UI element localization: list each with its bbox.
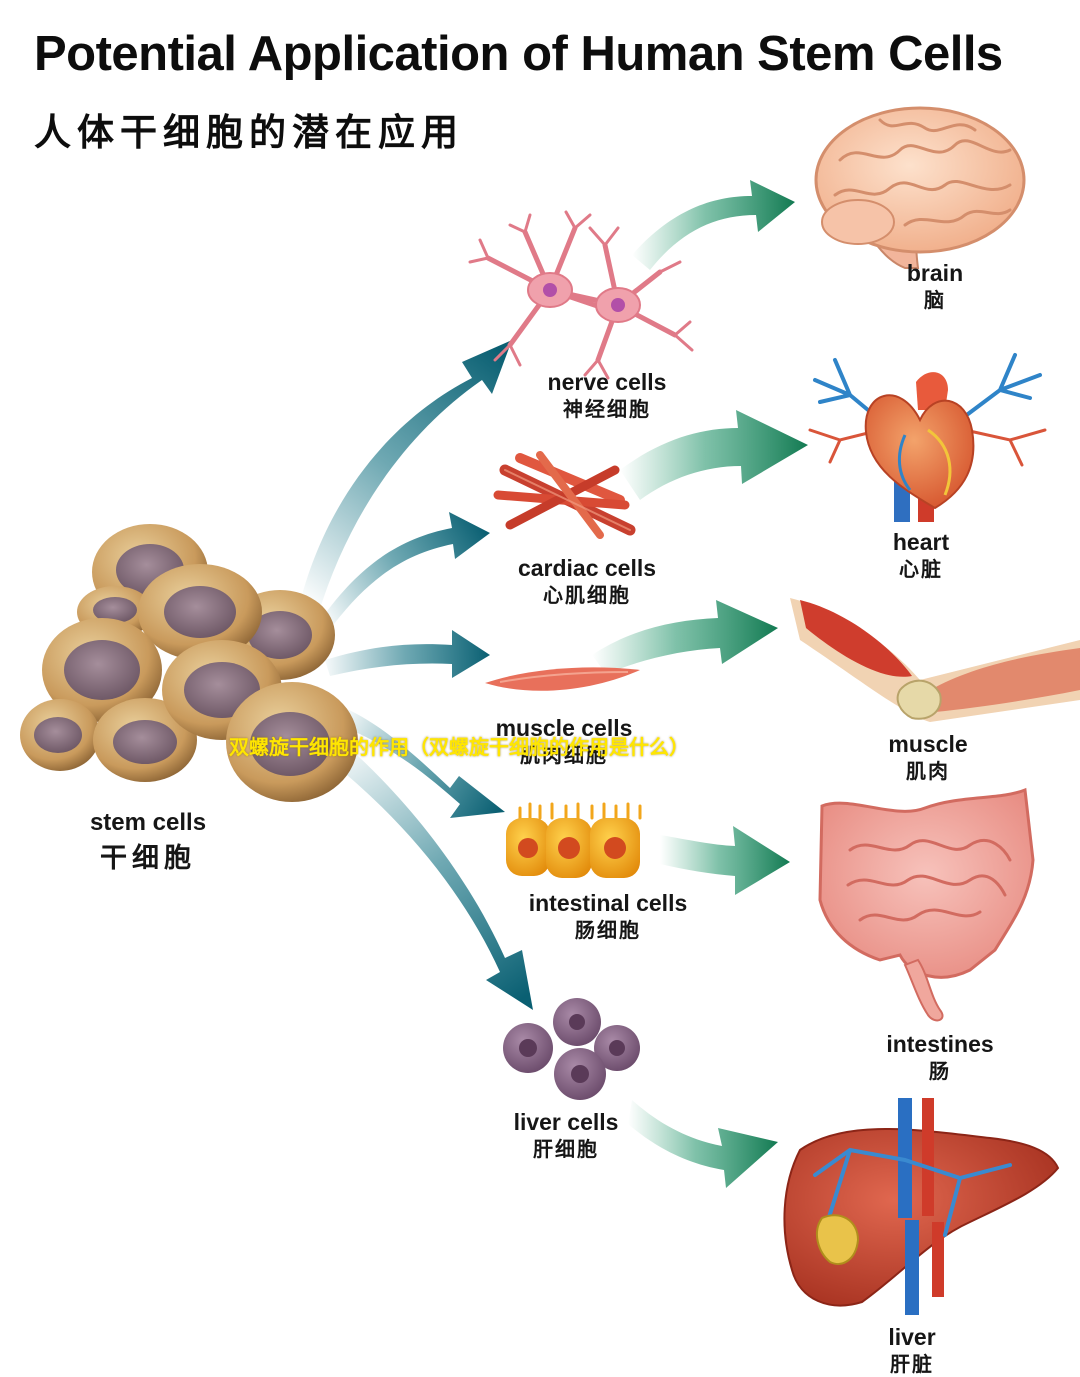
muscle-illustration: [790, 598, 1080, 722]
stem-to-cell-arrows: [298, 340, 533, 1010]
cardiac-cells-label-zh: 心肌细胞: [542, 582, 631, 607]
arrow-to-intestines: [660, 826, 790, 895]
nerve-cells-label-en: nerve cells: [547, 369, 667, 395]
stem-cells-label-en: stem cells: [89, 809, 207, 836]
liver-cells-illustration: [503, 998, 640, 1100]
stem-cell: [93, 698, 197, 782]
muscle-label-zh: 肌肉: [905, 758, 950, 783]
overlay-caption: 双螺旋干细胞的作用（双螺旋干细胞的作用是什么）: [229, 735, 689, 759]
heart-label-en: heart: [892, 529, 950, 555]
brain-label: brain 脑: [907, 259, 963, 313]
stem-cells-label: stem cells 干细胞: [90, 808, 206, 876]
liver-cells-label: liver cells 肝细胞: [514, 1108, 619, 1162]
muscle-cells-label: muscle cells 肌肉细胞: [496, 714, 633, 768]
nerve-cells-label-zh: 神经细胞: [562, 396, 651, 421]
stem-cells-label-zh: 干细胞: [99, 843, 196, 874]
cardiac-cells-label: cardiac cells 心肌细胞: [518, 554, 656, 608]
intestinal-cells-label-zh: 肠细胞: [574, 917, 641, 942]
intestinal-cells-illustration: [506, 802, 642, 878]
brain-label-zh: 脑: [923, 287, 946, 312]
nerve-cells-illustration: [468, 210, 694, 380]
heart-illustration: [808, 353, 1047, 522]
liver-cells-label-zh: 肝细胞: [532, 1136, 599, 1161]
muscle-label-en: muscle: [888, 731, 968, 757]
nerve-cells-label: nerve cells 神经细胞: [548, 368, 667, 422]
stem-cell: [138, 564, 262, 660]
intestines-label-zh: 肠: [929, 1058, 951, 1083]
liver-label-zh: 肝脏: [889, 1351, 934, 1376]
arrow-to-liver-cells: [324, 738, 533, 1010]
heart-label: heart 心脏: [893, 528, 949, 582]
muscle-label: muscle 肌肉: [888, 730, 967, 784]
arrow-to-muscle-cells: [325, 630, 490, 678]
arrow-to-muscle: [592, 600, 778, 674]
intestines-label: intestines 肠: [886, 1030, 993, 1084]
muscle-cell-illustration: [485, 667, 640, 691]
stem-cell: [226, 682, 358, 802]
brain-label-en: brain: [906, 260, 964, 286]
page-title: Potential Application of Human Stem Cell…: [34, 27, 1003, 81]
intestinal-cells-label: intestinal cells 肠细胞: [529, 889, 688, 943]
muscle-cells-label-zh: 肌肉细胞: [520, 742, 608, 767]
arrow-to-liver: [628, 1100, 778, 1188]
muscle-cells-label-en: muscle cells: [495, 715, 633, 741]
cardiac-cells-illustration: [493, 451, 636, 539]
arrow-to-cardiac-cells: [322, 512, 490, 624]
intestinal-cells-label-en: intestinal cells: [528, 890, 688, 916]
cell-to-organ-arrows: [592, 180, 808, 1188]
arrow-to-nerve-cells: [298, 340, 512, 615]
stem-cell: [20, 699, 100, 771]
intestines-illustration: [818, 787, 1035, 1022]
arrow-to-heart: [620, 410, 808, 500]
liver-illustration: [783, 1098, 1060, 1315]
brain-illustration: [814, 106, 1026, 269]
arrow-to-intestinal-cells: [336, 706, 505, 818]
liver-cells-label-en: liver cells: [513, 1109, 619, 1135]
arrow-to-brain: [632, 180, 795, 270]
cardiac-cells-label-en: cardiac cells: [517, 555, 657, 581]
liver-label: liver 肝脏: [888, 1323, 935, 1377]
stem-cell: [42, 618, 162, 722]
stem-cells-illustration: [20, 524, 358, 802]
liver-label-en: liver: [888, 1324, 936, 1350]
intestines-label-en: intestines: [886, 1031, 994, 1057]
page-subtitle-chinese: 人体干细胞的潜在应用: [34, 111, 464, 154]
heart-label-zh: 心脏: [899, 556, 943, 581]
